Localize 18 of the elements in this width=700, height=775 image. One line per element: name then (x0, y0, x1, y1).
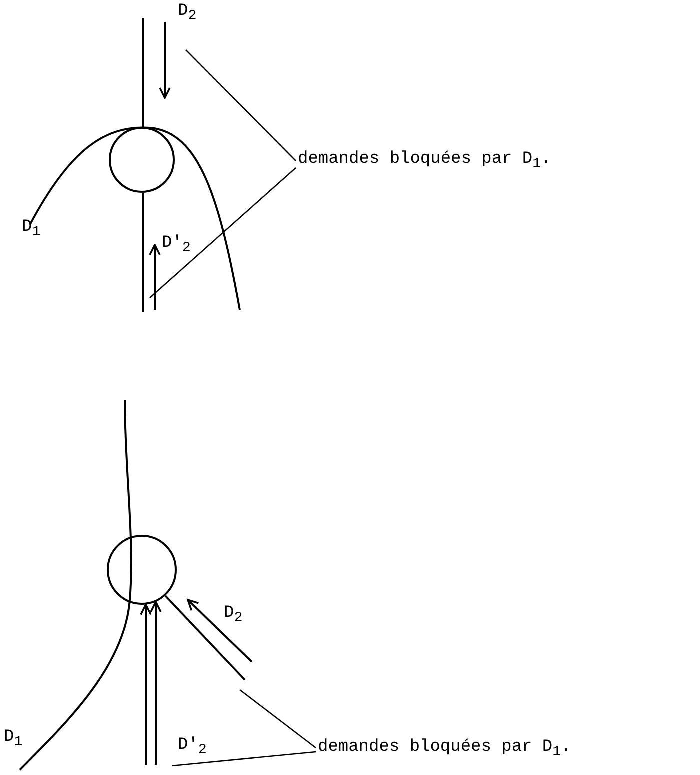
line-label: D′$_{2}$ (178, 736, 207, 760)
arrow (140, 604, 152, 765)
circle (107, 535, 177, 605)
leader-line (186, 50, 296, 162)
leader-line (172, 751, 316, 767)
arrow (150, 601, 162, 765)
line (164, 595, 246, 681)
line-label: D$_{2}$ (178, 2, 197, 26)
annotation-text: demandes bloquées par D$_{1}$. (318, 738, 572, 762)
line-label: D′$_{2}$ (162, 234, 191, 258)
leader-line (240, 689, 316, 749)
circle (109, 127, 175, 193)
line (142, 192, 144, 312)
line (142, 18, 144, 128)
line-label: D$_{2}$ (224, 604, 243, 628)
leader-line (150, 168, 296, 298)
line-label: D$_{1}$ (4, 728, 23, 752)
annotation-text: demandes bloquées par D$_{1}$. (298, 150, 552, 174)
